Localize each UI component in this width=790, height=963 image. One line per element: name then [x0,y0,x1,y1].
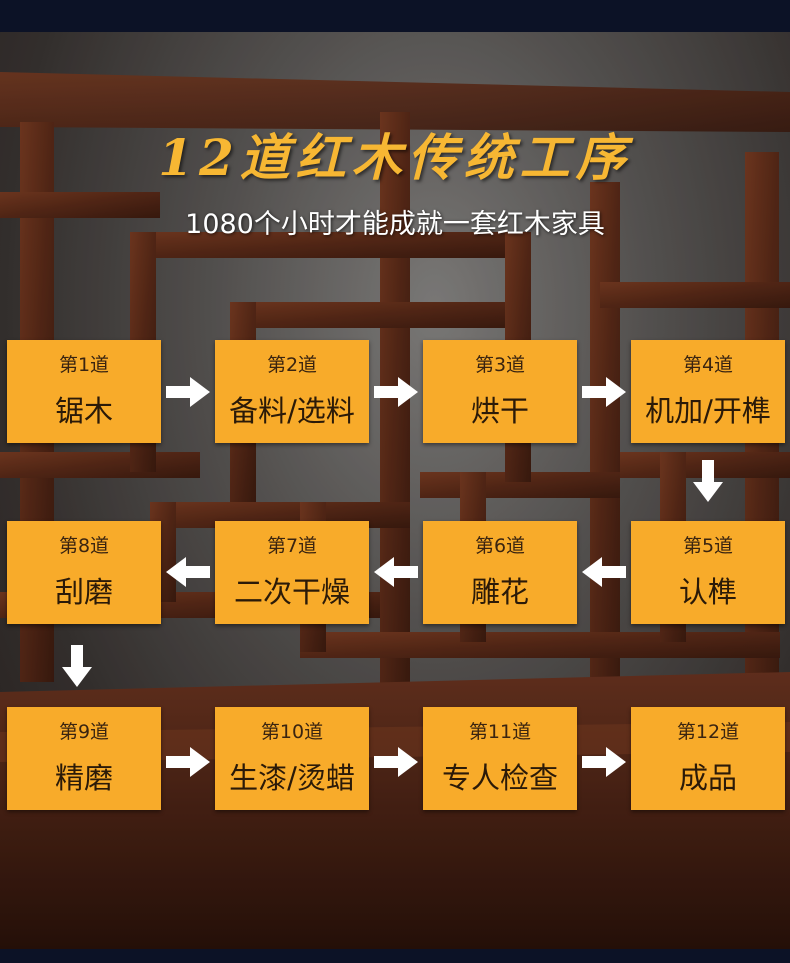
arrow-right-icon [166,747,210,777]
arrow-left-icon [582,557,626,587]
top-band [0,0,790,32]
step-number: 第4道 [682,354,734,376]
background-photo [0,32,790,949]
arrow-down-icon [693,460,723,502]
step-name: 生漆/烫蜡 [229,761,355,795]
step-card-6: 第6道 雕花 [423,521,577,624]
page-subtitle: 1080个小时才能成就一套红木家具 [185,209,605,240]
step-number: 第9道 [58,721,110,743]
page-title: 12道红木传统工序 [158,128,632,187]
step-card-3: 第3道 烘干 [423,340,577,443]
step-name: 刮磨 [54,575,113,609]
step-card-9: 第9道 精磨 [7,707,161,810]
arrow-right-icon [166,377,210,407]
bottom-band [0,949,790,963]
arrow-right-icon [374,377,418,407]
step-card-4: 第4道 机加/开榫 [631,340,785,443]
step-number: 第2道 [266,354,318,376]
step-number: 第12道 [676,721,740,743]
step-card-10: 第10道 生漆/烫蜡 [215,707,369,810]
step-card-8: 第8道 刮磨 [7,521,161,624]
arrow-left-icon [166,557,210,587]
arrow-down-icon [62,645,92,687]
step-name: 认榫 [678,575,737,609]
step-card-5: 第5道 认榫 [631,521,785,624]
arrow-right-icon [582,747,626,777]
step-name: 烘干 [470,394,529,428]
step-name: 锯木 [54,394,113,428]
step-number: 第11道 [468,721,532,743]
step-name: 备料/选料 [229,394,355,428]
step-number: 第7道 [266,535,318,557]
step-name: 机加/开榫 [645,394,771,428]
step-number: 第5道 [682,535,734,557]
arrow-right-icon [374,747,418,777]
arrow-right-icon [582,377,626,407]
step-number: 第3道 [474,354,526,376]
step-card-2: 第2道 备料/选料 [215,340,369,443]
step-number: 第1道 [58,354,110,376]
arrow-left-icon [374,557,418,587]
step-name: 精磨 [54,761,113,795]
step-name: 成品 [678,761,737,795]
step-card-7: 第7道 二次干燥 [215,521,369,624]
step-card-1: 第1道 锯木 [7,340,161,443]
step-name: 专人检查 [441,761,558,795]
step-card-11: 第11道 专人检查 [423,707,577,810]
step-card-12: 第12道 成品 [631,707,785,810]
step-name: 二次干燥 [233,575,350,609]
step-name: 雕花 [470,575,529,609]
step-number: 第8道 [58,535,110,557]
step-number: 第10道 [260,721,324,743]
step-number: 第6道 [474,535,526,557]
